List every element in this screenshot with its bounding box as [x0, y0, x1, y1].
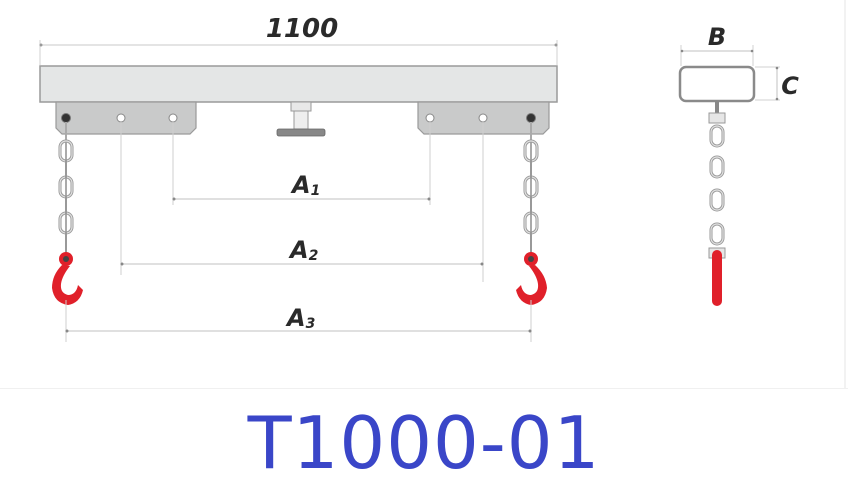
left-hook — [52, 252, 83, 305]
side-chain — [708, 101, 726, 306]
side-view: B C — [678, 23, 799, 306]
beam — [39, 65, 558, 103]
beam-cross-section — [678, 65, 756, 103]
dimension-a1: A1 — [172, 171, 431, 201]
right-mount-plate — [417, 101, 550, 135]
center-support-foot — [276, 101, 326, 137]
c-label: C — [781, 72, 799, 100]
b-label: B — [708, 23, 726, 51]
extension-lines — [65, 122, 532, 342]
lifting-beam-diagram: 1100 — [39, 14, 799, 342]
dimension-a2: A2 — [120, 236, 484, 266]
right-chain — [523, 122, 539, 262]
left-chain — [58, 122, 74, 262]
dimension-b: B — [680, 23, 754, 66]
dimension-a3: A3 — [65, 304, 532, 333]
left-mount-plate — [55, 101, 197, 135]
dimension-overall-length: 1100 — [39, 14, 558, 65]
a2-label: A2 — [288, 236, 318, 264]
divider — [0, 388, 848, 389]
panel-edge — [844, 0, 846, 388]
model-title: T1000-01 — [247, 401, 601, 485]
front-view: 1100 — [39, 14, 558, 342]
right-hook — [516, 252, 547, 305]
overall-length-label: 1100 — [266, 14, 338, 44]
a3-label: A3 — [285, 304, 315, 332]
a1-label: A1 — [290, 171, 320, 199]
dimension-c: C — [755, 66, 799, 101]
